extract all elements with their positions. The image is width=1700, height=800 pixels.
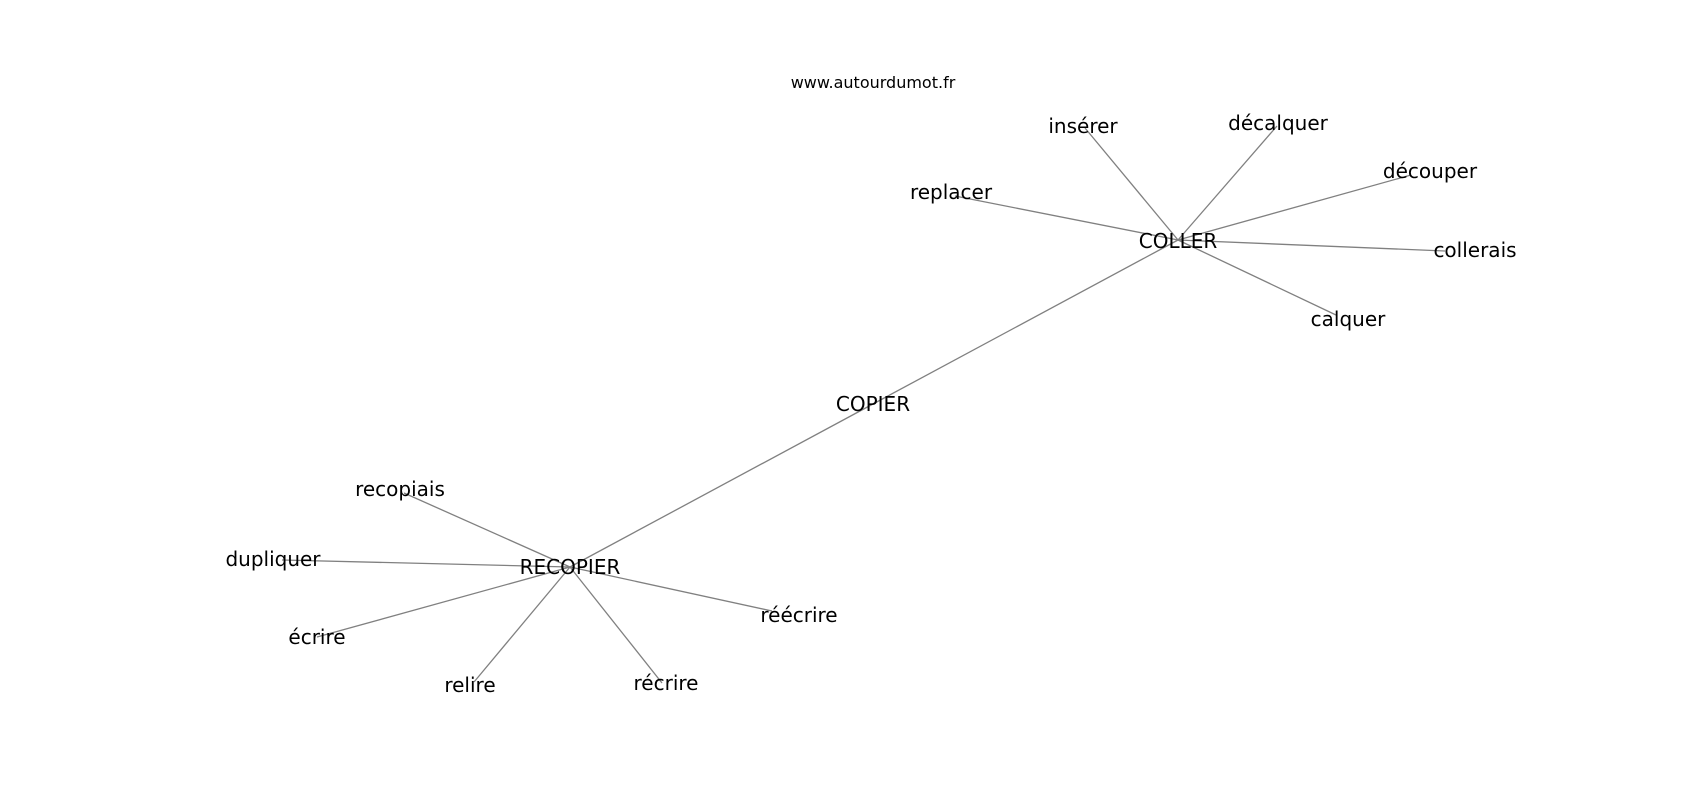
node-recrire: récrire — [634, 671, 699, 695]
node-replacer: replacer — [910, 180, 993, 204]
node-calquer: calquer — [1311, 307, 1386, 331]
edge-copier-recopier — [569, 403, 874, 568]
edge-coller-decouper — [1177, 174, 1412, 241]
edge-coller-replacer — [954, 195, 1179, 241]
edge-layer — [281, 125, 1446, 684]
node-dupliquer: dupliquer — [225, 547, 321, 571]
node-collerais: collerais — [1433, 238, 1516, 262]
edge-copier-coller — [872, 239, 1179, 405]
edge-coller-decalquer — [1177, 125, 1278, 241]
node-reecrire: réécrire — [760, 603, 837, 627]
edge-coller-inserer — [1084, 127, 1179, 241]
node-coller: COLLER — [1139, 229, 1218, 253]
edge-recopier-relire — [473, 566, 571, 683]
edge-recopier-recopiais — [403, 492, 571, 568]
node-copier: COPIER — [836, 392, 910, 416]
source-watermark: www.autourdumot.fr — [791, 73, 956, 92]
edge-recopier-reecrire — [569, 566, 773, 612]
edge-recopier-ecrire — [316, 566, 571, 638]
node-relire: relire — [444, 673, 495, 697]
edge-coller-calquer — [1177, 239, 1337, 316]
node-recopier: RECOPIER — [520, 555, 621, 579]
edge-recopier-dupliquer — [281, 559, 571, 568]
node-inserer: insérer — [1048, 114, 1118, 138]
edge-coller-collerais — [1177, 239, 1446, 252]
node-ecrire: écrire — [288, 625, 345, 649]
node-decouper: découper — [1383, 159, 1478, 183]
edge-recopier-recrire — [569, 566, 663, 684]
node-recopiais: recopiais — [355, 477, 445, 501]
node-label-layer: COPIER COLLER RECOPIER insérer décalquer… — [225, 111, 1516, 697]
node-decalquer: décalquer — [1228, 111, 1328, 135]
